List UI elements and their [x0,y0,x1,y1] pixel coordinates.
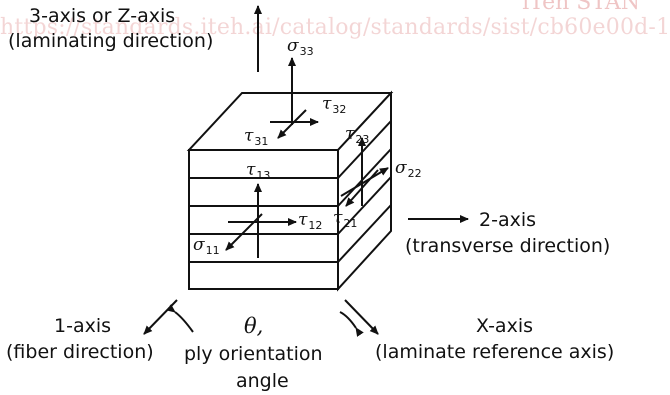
tau31-label: τ31 [244,126,269,148]
block-front-face [188,149,339,290]
top-face-stress-arrows [270,57,319,139]
sigma11-arrow [225,213,263,251]
xaxis-arrow [344,299,379,335]
tau21-arrow [345,169,379,207]
axis1-arrow [143,299,178,335]
sigma33-label: σ33 [287,36,314,58]
right-face-stress-arrows [340,137,389,207]
tau23-label: τ23 [345,124,370,146]
axis2-label-line1: 2-axis [479,209,537,231]
theta-arc-right [339,311,364,337]
ply-angle-label-line1: ply orientation [184,343,323,365]
theta-symbol: θ, [244,314,264,338]
sigma22-label: σ22 [395,158,422,180]
tau12-label: τ12 [298,210,323,232]
sigma11-label: σ11 [193,235,220,257]
tau32-label: τ32 [322,94,347,116]
xaxis-label-line2: (laminate reference axis) [375,341,615,363]
axis2-label-line2: (transverse direction) [405,235,611,257]
url-watermark: https://standards.iteh.ai/catalog/standa… [0,15,670,40]
sigma22-arrow [340,167,389,197]
axis1-label-line1: 1-axis [54,315,112,337]
z-axis-label-line2: (laminating direction) [8,30,214,52]
axis1-label-line2: (fiber direction) [6,341,154,363]
tau13-label: τ13 [246,160,271,182]
theta-arc-left [166,303,194,333]
ply-lines-front [189,177,338,263]
ply-lines-right [337,120,392,263]
xaxis-label-line1: X-axis [476,315,533,337]
laminate-block [186,90,394,292]
tau21-label: τ21 [333,208,358,230]
corner-watermark: iTeh STAN [522,0,640,15]
front-face-stress-arrows [225,183,297,258]
laminate-block-drawing [143,5,469,337]
tau31-arrow [277,109,307,139]
ply-angle-label-line2: angle [236,370,289,392]
z-axis-label-line1: 3-axis or Z-axis [29,5,176,27]
